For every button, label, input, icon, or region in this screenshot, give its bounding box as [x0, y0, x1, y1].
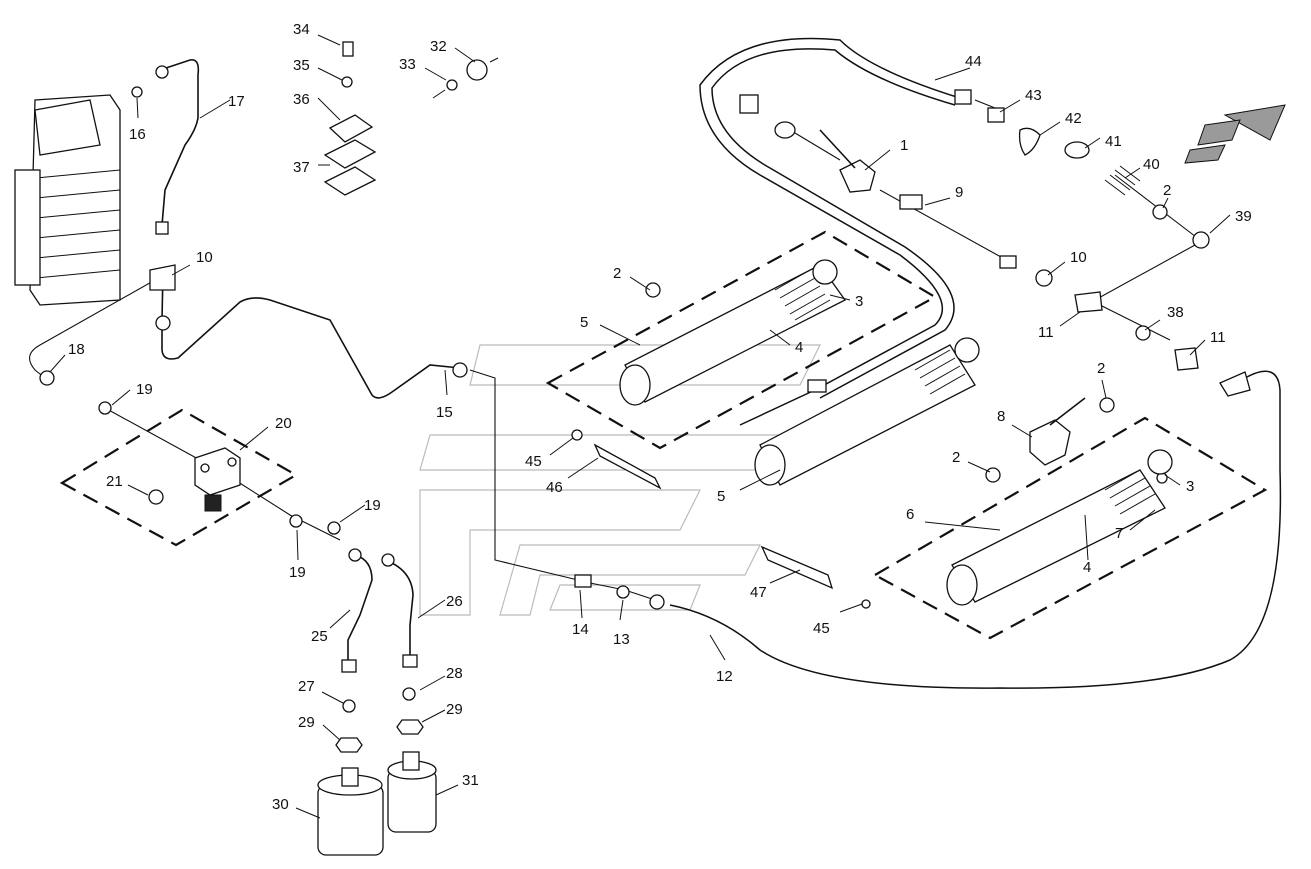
- callout-19: 19: [136, 381, 153, 398]
- pipe-15-down: [469, 369, 579, 581]
- callout-1: 1: [900, 137, 908, 154]
- callout-25: 25: [311, 628, 328, 645]
- pipe-network: [29, 37, 1282, 689]
- callout-19: 19: [289, 564, 306, 581]
- leader-line-19-20: [104, 407, 201, 461]
- group-box-20: [59, 408, 299, 547]
- callout-4: 4: [1083, 559, 1091, 576]
- callout-14: 14: [572, 621, 589, 638]
- callout-11: 11: [1038, 324, 1054, 341]
- callout-29: 29: [446, 701, 463, 718]
- pipe-tee-10-down: [161, 269, 461, 399]
- callout-6: 6: [906, 506, 914, 523]
- callout-46: 46: [546, 479, 563, 496]
- callout-2: 2: [952, 449, 960, 466]
- callout-2: 2: [1163, 182, 1171, 199]
- callout-7: 7: [1115, 525, 1123, 542]
- leader-lines: [49, 34, 1231, 819]
- hose-44-inner: [711, 48, 956, 399]
- callout-3: 3: [855, 293, 863, 310]
- fittings: [39, 41, 1251, 753]
- callout-10: 10: [196, 249, 213, 266]
- callout-9: 9: [955, 184, 963, 201]
- callout-31: 31: [462, 772, 479, 789]
- callout-34: 34: [293, 21, 310, 38]
- callout-2: 2: [613, 265, 621, 282]
- callout-5: 5: [580, 314, 588, 331]
- callout-37: 37: [293, 159, 310, 176]
- callout-labels: 1 2 2 2 2 3 3 4 4 5 5 6 7 8 9 10 10 11 1…: [68, 21, 1252, 813]
- callout-19: 19: [364, 497, 381, 514]
- group-box-6: [872, 416, 1268, 640]
- callout-44: 44: [965, 53, 982, 70]
- pipe-tee-10-left: [29, 279, 156, 379]
- pin-47: [760, 545, 834, 590]
- pipe-26: [384, 559, 414, 660]
- callout-32: 32: [430, 38, 447, 55]
- callout-12: 12: [716, 668, 733, 685]
- callout-26: 26: [446, 593, 463, 610]
- callout-4: 4: [795, 339, 803, 356]
- accumulator-31: [387, 751, 437, 833]
- callout-41: 41: [1105, 133, 1122, 150]
- callout-39: 39: [1235, 208, 1252, 225]
- callout-38: 38: [1167, 304, 1184, 321]
- callout-20: 20: [275, 415, 292, 432]
- callout-18: 18: [68, 341, 85, 358]
- callout-5: 5: [717, 488, 725, 505]
- callout-36: 36: [293, 91, 310, 108]
- ball-valve-1: [819, 129, 876, 193]
- callout-47: 47: [750, 584, 767, 601]
- callout-30: 30: [272, 796, 289, 813]
- callout-43: 43: [1025, 87, 1042, 104]
- callout-16: 16: [129, 126, 146, 143]
- direction-arrow-icon: [1184, 104, 1286, 164]
- callout-17: 17: [228, 93, 245, 110]
- callout-45: 45: [813, 620, 830, 637]
- callout-10: 10: [1070, 249, 1087, 266]
- hose-12: [669, 370, 1282, 689]
- callout-45: 45: [525, 453, 542, 470]
- pipe-25: [347, 554, 373, 670]
- callout-33: 33: [399, 56, 416, 73]
- callout-11: 11: [1210, 329, 1226, 346]
- pipe-11-line: [1099, 304, 1171, 341]
- cylinder-middle: [754, 337, 980, 486]
- hose-44: [699, 37, 961, 426]
- callout-13: 13: [613, 631, 630, 648]
- callout-28: 28: [446, 665, 463, 682]
- callout-15: 15: [436, 404, 453, 421]
- ball-valve-8: [1029, 397, 1086, 466]
- callout-2: 2: [1097, 360, 1105, 377]
- callout-42: 42: [1065, 110, 1082, 127]
- cylinder-lower: [946, 449, 1173, 606]
- pipe-19-to-25: [234, 479, 341, 541]
- cylinder-upper: [619, 259, 846, 406]
- pipe-1-line: [789, 129, 841, 161]
- pin-46: [593, 443, 662, 490]
- group-box-5a: [545, 230, 938, 450]
- callout-40: 40: [1143, 156, 1160, 173]
- callout-27: 27: [298, 678, 315, 695]
- callout-29: 29: [298, 714, 315, 731]
- control-valve-block: [14, 94, 121, 306]
- pipe-38-line: [1094, 244, 1196, 301]
- callout-8: 8: [997, 408, 1005, 425]
- manifold-block-20: [194, 447, 241, 512]
- callout-21: 21: [106, 473, 123, 490]
- accumulator-30: [317, 767, 384, 856]
- callout-3: 3: [1186, 478, 1194, 495]
- callout-35: 35: [293, 57, 310, 74]
- pipe-17: [159, 58, 200, 226]
